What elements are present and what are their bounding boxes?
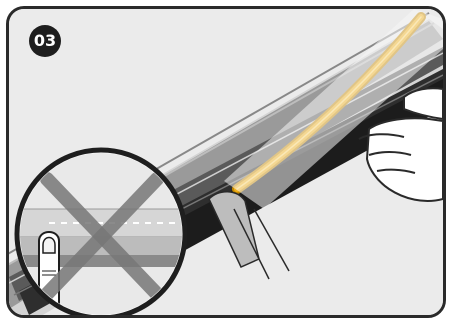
step-number-badge: 03 <box>29 25 61 57</box>
illustration-frame: 03 <box>6 6 446 318</box>
installation-illustration <box>9 9 443 315</box>
